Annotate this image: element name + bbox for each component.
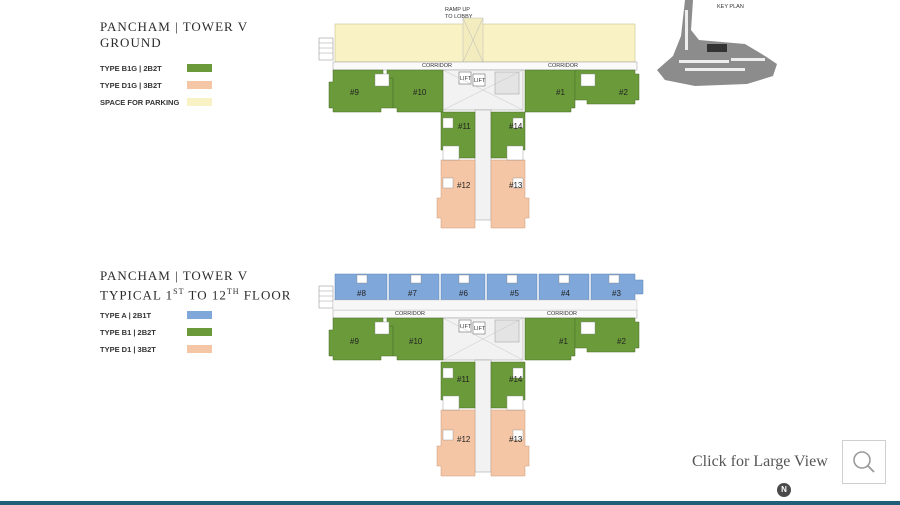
unit-label: #12 — [457, 435, 471, 444]
ground-legend: TYPE B1G | 2B2T TYPE D1G | 3B2T SPACE FO… — [100, 64, 212, 115]
unit-label: #13 — [509, 181, 523, 190]
legend-label: TYPE D1 | 3B2T — [100, 345, 156, 354]
typical-legend: TYPE A | 2B1T TYPE B1 | 2B2T TYPE D1 | 3… — [100, 311, 212, 362]
unit-label: #4 — [561, 289, 570, 298]
corridor-label: CORRIDOR — [548, 63, 578, 69]
unit-label: #8 — [357, 289, 366, 298]
typical-title-tower: TOWER V — [182, 268, 249, 283]
ground-title-sub: GROUND — [100, 35, 162, 50]
legend-swatch — [187, 311, 212, 319]
bottom-divider — [0, 501, 900, 505]
lift-label: LIFT — [460, 324, 472, 330]
typical-title-sup: ST — [173, 287, 185, 296]
typical-title-sub: TYPICAL 1 — [100, 287, 174, 303]
unit-12[interactable] — [436, 159, 476, 229]
typical-title-sup: TH — [226, 287, 240, 296]
ground-floor-plan[interactable]: RAMP UP TO LOBBY CORRIDOR CORRIDOR LIFT … — [315, 0, 655, 232]
north-badge: N — [777, 483, 791, 497]
legend-swatch — [187, 98, 212, 106]
legend-swatch — [187, 345, 212, 353]
typical-title-sep: | — [170, 268, 183, 283]
lift-label: LIFT — [460, 76, 472, 82]
corridor — [332, 309, 638, 319]
lift-label: LIFT — [474, 78, 486, 84]
key-plan[interactable]: KEY PLAN — [655, 0, 785, 90]
typical-title: PANCHAM | TOWER V TYPICAL 1ST TO 12TH FL… — [100, 268, 291, 303]
stair — [318, 285, 334, 309]
legend-item: TYPE A | 2B1T — [100, 311, 212, 328]
typical-title-sub: TO 12 — [184, 287, 227, 303]
legend-swatch — [187, 328, 212, 336]
legend-label: TYPE A | 2B1T — [100, 311, 152, 320]
legend-label: TYPE D1G | 3B2T — [100, 81, 162, 90]
legend-item: TYPE D1 | 3B2T — [100, 345, 212, 362]
legend-label: TYPE B1G | 2B2T — [100, 64, 162, 73]
lift-label: LIFT — [474, 326, 486, 332]
unit-label: #1 — [556, 88, 565, 97]
legend-label: SPACE FOR PARKING — [100, 98, 180, 107]
key-plan-label: KEY PLAN — [717, 4, 744, 10]
legend-label: TYPE B1 | 2B2T — [100, 328, 156, 337]
corridor-label: CORRIDOR — [547, 311, 577, 317]
legend-swatch — [187, 64, 212, 72]
ramp-label: RAMP UP — [445, 7, 470, 13]
typical-title-sub: FLOOR — [239, 287, 292, 303]
unit-label: #1 — [559, 337, 568, 346]
unit-label: #3 — [612, 289, 621, 298]
ground-title-tower: TOWER V — [182, 19, 249, 34]
unit-label: #14 — [509, 122, 523, 131]
legend-item: TYPE B1G | 2B2T — [100, 64, 212, 81]
unit-label: #11 — [458, 122, 471, 131]
unit-label: #13 — [509, 435, 523, 444]
corridor-label: CORRIDOR — [422, 63, 452, 69]
unit-13[interactable] — [490, 409, 530, 477]
unit-label: #14 — [509, 375, 523, 384]
unit-label: #9 — [350, 88, 359, 97]
legend-item: TYPE B1 | 2B2T — [100, 328, 212, 345]
stair — [318, 37, 334, 61]
unit-label: #10 — [409, 337, 423, 346]
unit-label: #6 — [459, 289, 468, 298]
large-view-button[interactable] — [842, 440, 886, 484]
unit-label: #9 — [350, 337, 359, 346]
legend-swatch — [187, 81, 212, 89]
unit-label: #12 — [457, 181, 471, 190]
ground-title-sep: | — [170, 19, 183, 34]
corridor — [332, 61, 638, 71]
legend-item: SPACE FOR PARKING — [100, 98, 212, 115]
corridor-label: CORRIDOR — [395, 311, 425, 317]
tower-marker — [707, 44, 727, 52]
magnifier-icon — [853, 451, 875, 473]
large-view-link[interactable]: Click for Large View — [692, 453, 828, 470]
typical-title-main: PANCHAM — [100, 268, 171, 283]
unit-label: #5 — [510, 289, 519, 298]
unit-12[interactable] — [436, 409, 476, 477]
unit-label: #2 — [619, 88, 628, 97]
unit-label: #7 — [408, 289, 417, 298]
unit-1[interactable] — [524, 317, 582, 361]
ramp-label: TO LOBBY — [445, 14, 473, 20]
unit-label: #2 — [617, 337, 626, 346]
unit-label: #11 — [457, 375, 470, 384]
unit-label: #10 — [413, 88, 427, 97]
parking-area — [334, 23, 636, 63]
ground-title: PANCHAM | TOWER V GROUND — [100, 19, 248, 51]
legend-item: TYPE D1G | 3B2T — [100, 81, 212, 98]
typical-floor-plan[interactable]: CORRIDOR CORRIDOR LIFT LIFT #8 #7 #6 #5 … — [315, 268, 655, 480]
site-shape — [657, 0, 777, 86]
unit-1[interactable] — [524, 69, 582, 113]
unit-13[interactable] — [490, 159, 530, 229]
ground-title-main: PANCHAM — [100, 19, 171, 34]
